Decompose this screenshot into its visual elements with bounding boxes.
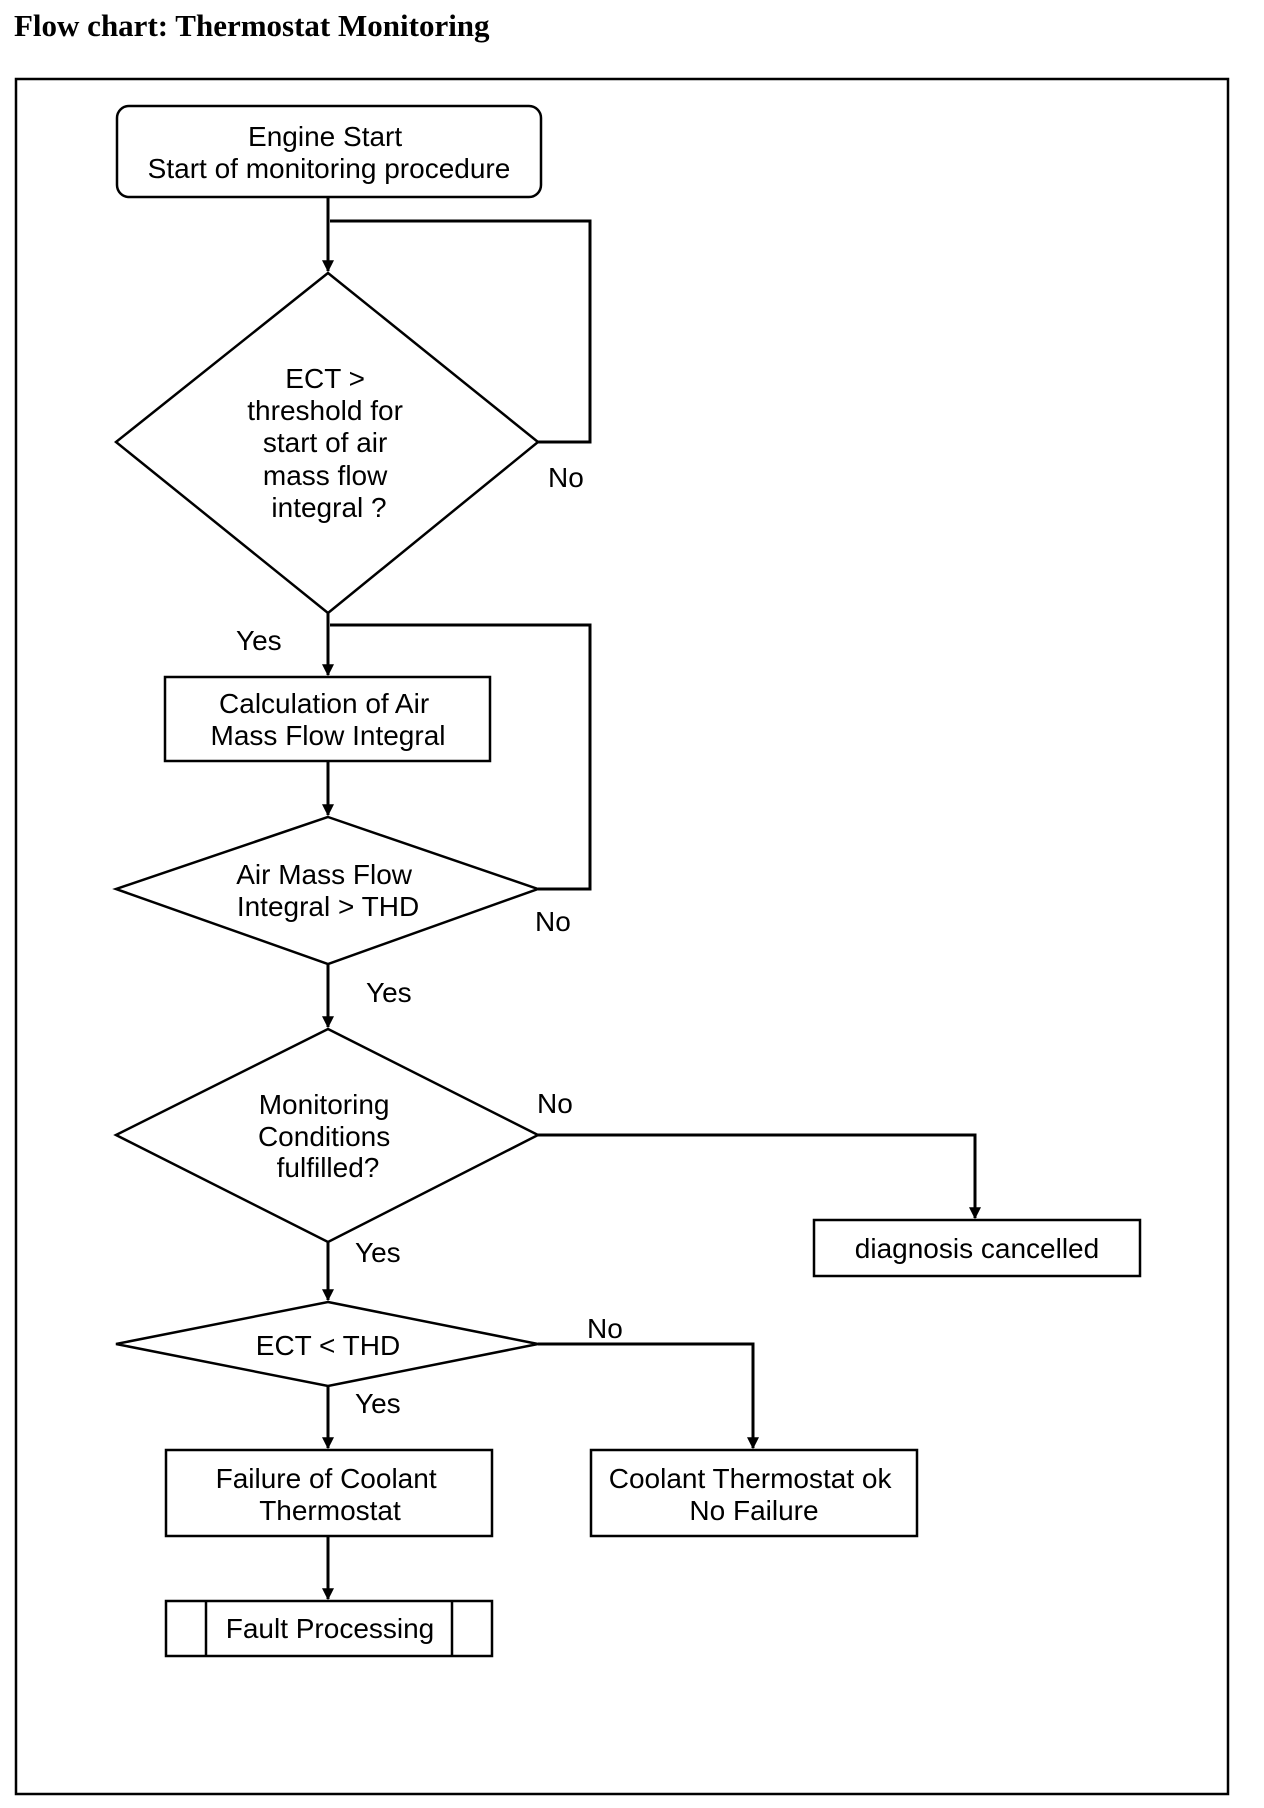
ect-threshold-line-5: integral ? (271, 492, 386, 523)
diagnosis-cancelled-text: diagnosis cancelled (855, 1233, 1099, 1264)
edge-ect-thd-no (538, 1342, 759, 1450)
svg-text:ECT < THD: ECT < THD (256, 1330, 400, 1361)
svg-text:Calculation of Air Mass: Calculation of Air Mass Flow Integral (211, 688, 446, 751)
edge-integral-no-loop (330, 623, 592, 891)
failure-node: Failure of Coolant Thermostat (164, 1448, 494, 1538)
integral-decision: Air Mass Flow Integral > THD (112, 815, 542, 966)
ect-thd-text: ECT < THD (256, 1330, 400, 1361)
monitoring-yes-label: Yes (355, 1237, 401, 1268)
svg-text:Coolant Thermostat ok No: Coolant Thermostat ok No Failure (609, 1463, 900, 1526)
diagram-frame (14, 77, 1230, 1796)
edge-ect-threshold-no-loop (330, 219, 592, 444)
ect-threshold-line-2: threshold for (247, 395, 403, 426)
start-node-line-1: Engine Start (248, 121, 402, 152)
ect-thd-decision: ECT < THD (115, 1300, 539, 1388)
svg-text:Failure of Coolant Therm: Failure of Coolant Thermostat (216, 1463, 445, 1526)
ect-threshold-line-1: ECT > (285, 363, 365, 394)
integral-decision-line-2: Integral > THD (237, 891, 419, 922)
monitoring-line-1: Monitoring (259, 1089, 390, 1120)
calc-integral-process: Calculation of Air Mass Flow Integral (163, 675, 492, 763)
ect-threshold-line-4: mass flow (263, 460, 388, 491)
ect-threshold-decision: ECT > threshold for start of air mass fl… (114, 271, 540, 615)
ect-threshold-line-3: start of air (263, 427, 387, 458)
monitoring-decision: Monitoring Conditions fulfilled? (113, 1027, 541, 1244)
ect-thd-no-label: No (587, 1313, 623, 1344)
thermostat-ok-line-2: No Failure (689, 1495, 818, 1526)
monitoring-line-3: fulfilled? (277, 1152, 380, 1183)
svg-text:diagnosis cancelled: diagnosis cancelled (855, 1233, 1099, 1264)
failure-line-1: Failure of Coolant (216, 1463, 437, 1494)
svg-text:ECT > threshold for: ECT > threshold for start of air mass fl… (247, 363, 410, 523)
ect-thd-yes-label: Yes (355, 1388, 401, 1419)
thermostat-ok-node: Coolant Thermostat ok No Failure (589, 1448, 919, 1538)
integral-no-label: No (535, 906, 571, 937)
svg-text:Monitoring Conditions: Monitoring Conditions fulfilled? (258, 1089, 398, 1183)
monitoring-line-2: Conditions (258, 1121, 390, 1152)
calc-integral-line-1: Calculation of Air (219, 688, 429, 719)
calc-integral-line-2: Mass Flow Integral (211, 720, 446, 751)
ect-threshold-yes-label: Yes (236, 625, 282, 656)
fault-processing-node: Fault Processing (164, 1599, 494, 1658)
connectors (322, 197, 981, 1601)
ect-threshold-no-label: No (548, 462, 584, 493)
start-node: Engine Start Start of monitoring procedu… (115, 104, 543, 199)
fault-processing-text: Fault Processing (226, 1613, 435, 1644)
failure-line-2: Thermostat (259, 1495, 401, 1526)
diagnosis-cancelled-node: diagnosis cancelled (812, 1218, 1142, 1278)
integral-decision-line-1: Air Mass Flow (236, 859, 413, 890)
start-node-line-2: Start of monitoring procedure (148, 153, 511, 184)
monitoring-no-label: No (537, 1088, 573, 1119)
integral-yes-label: Yes (366, 977, 412, 1008)
thermostat-ok-line-1: Coolant Thermostat ok (609, 1463, 893, 1494)
edge-monitoring-no (538, 1133, 981, 1220)
svg-text:Air Mass Flow Integral >: Air Mass Flow Integral > THD (236, 859, 420, 922)
page-title: Flow chart: Thermostat Monitoring (14, 8, 490, 43)
svg-text:Engine Start Start of mo: Engine Start Start of monitoring procedu… (148, 121, 511, 184)
svg-text:Fault Processing: Fault Processing (226, 1613, 435, 1644)
